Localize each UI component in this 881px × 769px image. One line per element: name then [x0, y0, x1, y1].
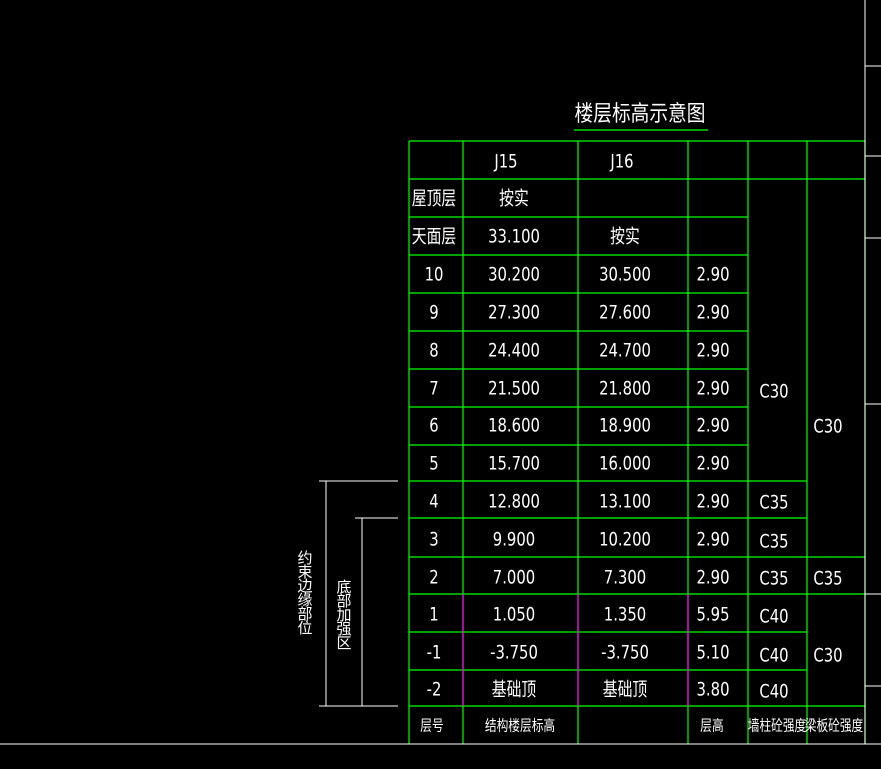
floor-label: 屋顶层 [411, 187, 457, 210]
floor-label: 7 [429, 377, 439, 400]
floor-label: 5 [429, 452, 439, 475]
elevation-j16: -3.750 [601, 641, 649, 664]
floor-height: 2.90 [696, 452, 730, 475]
elevation-j16: 1.350 [603, 603, 647, 626]
elevation-j16: 10.200 [599, 528, 651, 551]
floor-height: 3.80 [696, 678, 730, 701]
elevation-j16: 7.300 [603, 566, 647, 589]
floor-height: 5.95 [696, 603, 730, 626]
footer-beam-grade: 梁板砼强度 [804, 716, 864, 735]
floor-height: 2.90 [696, 339, 730, 362]
elevation-j16: 按实 [610, 225, 640, 248]
elevation-j15: 30.200 [488, 263, 540, 286]
floor-height: 2.90 [696, 377, 730, 400]
floor-height: 2.90 [696, 528, 730, 551]
footer-elevation: 结构楼层标高 [484, 716, 556, 735]
floor-label: 3 [429, 528, 439, 551]
floor-label: 天面层 [411, 225, 457, 248]
header-j16: J16 [610, 150, 634, 173]
floor-label: 6 [429, 414, 439, 437]
header-j15: J15 [494, 150, 518, 173]
floor-label: 10 [424, 263, 444, 286]
bottom-strengthen-label: 底部加强区 [334, 579, 353, 649]
elevation-j15: -3.750 [490, 641, 538, 664]
wall-grade: C35 [759, 530, 789, 553]
elevation-j16: 基础顶 [602, 678, 648, 701]
floor-label: -1 [426, 641, 442, 664]
elevation-j16: 24.700 [599, 339, 651, 362]
elevation-j16: 27.600 [599, 301, 651, 324]
floor-label: 8 [429, 339, 439, 362]
elevation-j15: 9.900 [492, 528, 536, 551]
constraint-edge-label: 约束边缘部位 [295, 550, 314, 634]
wall-grade: C40 [759, 605, 789, 628]
elevation-j15: 按实 [499, 187, 529, 210]
elevation-j15: 33.100 [488, 225, 540, 248]
elevation-j15: 12.800 [488, 490, 540, 513]
wall-grade: C35 [759, 567, 789, 590]
floor-label: 2 [429, 566, 439, 589]
elevation-j15: 1.050 [492, 603, 536, 626]
floor-height: 2.90 [696, 263, 730, 286]
wall-grade: C40 [759, 680, 789, 703]
floor-height: 2.90 [696, 566, 730, 589]
beam-grade: C30 [813, 644, 843, 667]
floor-height: 2.90 [696, 490, 730, 513]
floor-label: 1 [429, 603, 439, 626]
floor-height: 2.90 [696, 414, 730, 437]
footer-height: 层高 [700, 716, 724, 735]
elevation-j16: 30.500 [599, 263, 651, 286]
beam-grade: C35 [813, 567, 843, 590]
floor-label: 4 [429, 490, 439, 513]
elevation-j16: 21.800 [599, 377, 651, 400]
floor-label: 9 [429, 301, 439, 324]
diagram-title: 楼层标高示意图 [574, 102, 706, 127]
elevation-j16: 16.000 [599, 452, 651, 475]
beam-grade: C30 [813, 415, 843, 438]
elevation-j15: 7.000 [492, 566, 536, 589]
floor-height: 2.90 [696, 301, 730, 324]
footer-floor: 层号 [420, 716, 444, 735]
floor-height: 5.10 [696, 641, 730, 664]
elevation-j15: 27.300 [488, 301, 540, 324]
elevation-j16: 18.900 [599, 414, 651, 437]
elevation-j15: 15.700 [488, 452, 540, 475]
wall-grade: C40 [759, 644, 789, 667]
elevation-j16: 13.100 [599, 490, 651, 513]
wall-grade: C30 [759, 380, 789, 403]
wall-grade: C35 [759, 491, 789, 514]
elevation-j15: 24.400 [488, 339, 540, 362]
elevation-j15: 21.500 [488, 377, 540, 400]
floor-label: -2 [426, 678, 442, 701]
elevation-j15: 18.600 [488, 414, 540, 437]
footer-wall-grade: 墙柱砼强度 [747, 716, 807, 735]
elevation-j15: 基础顶 [491, 678, 537, 701]
